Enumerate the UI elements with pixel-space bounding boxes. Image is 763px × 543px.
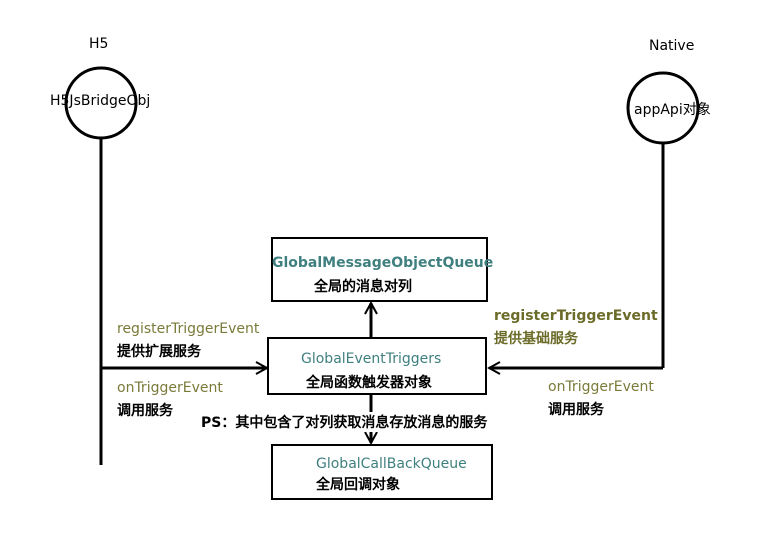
right-trigger-desc: 调用服务 [548,402,604,418]
message-queue-name: GlobalMessageObjectQueue [272,255,494,271]
h5-node-label: H5JsBridgeObj [50,93,151,109]
left-register-method: registerTriggerEvent [117,321,260,337]
event-triggers-box [267,337,487,395]
ps-note: PS：其中包含了对列获取消息存放消息的服务 [200,412,489,432]
event-triggers-name: GlobalEventTriggers [301,351,442,367]
left-trigger-method: onTriggerEvent [117,380,223,396]
callback-queue-box [271,444,493,500]
h5-title: H5 [89,36,109,52]
callback-queue-name: GlobalCallBackQueue [316,456,467,472]
native-title: Native [649,38,695,54]
left-register-desc: 提供扩展服务 [117,344,201,360]
event-triggers-desc: 全局函数触发器对象 [306,375,432,391]
right-register-method: registerTriggerEvent [494,308,658,324]
right-trigger-method: onTriggerEvent [548,379,654,395]
message-queue-box [271,237,488,302]
callback-queue-desc: 全局回调对象 [316,477,400,493]
left-trigger-desc: 调用服务 [117,403,173,419]
native-node-label: appApi对象 [634,102,711,118]
right-register-desc: 提供基础服务 [494,331,578,347]
message-queue-desc: 全局的消息对列 [314,279,412,295]
